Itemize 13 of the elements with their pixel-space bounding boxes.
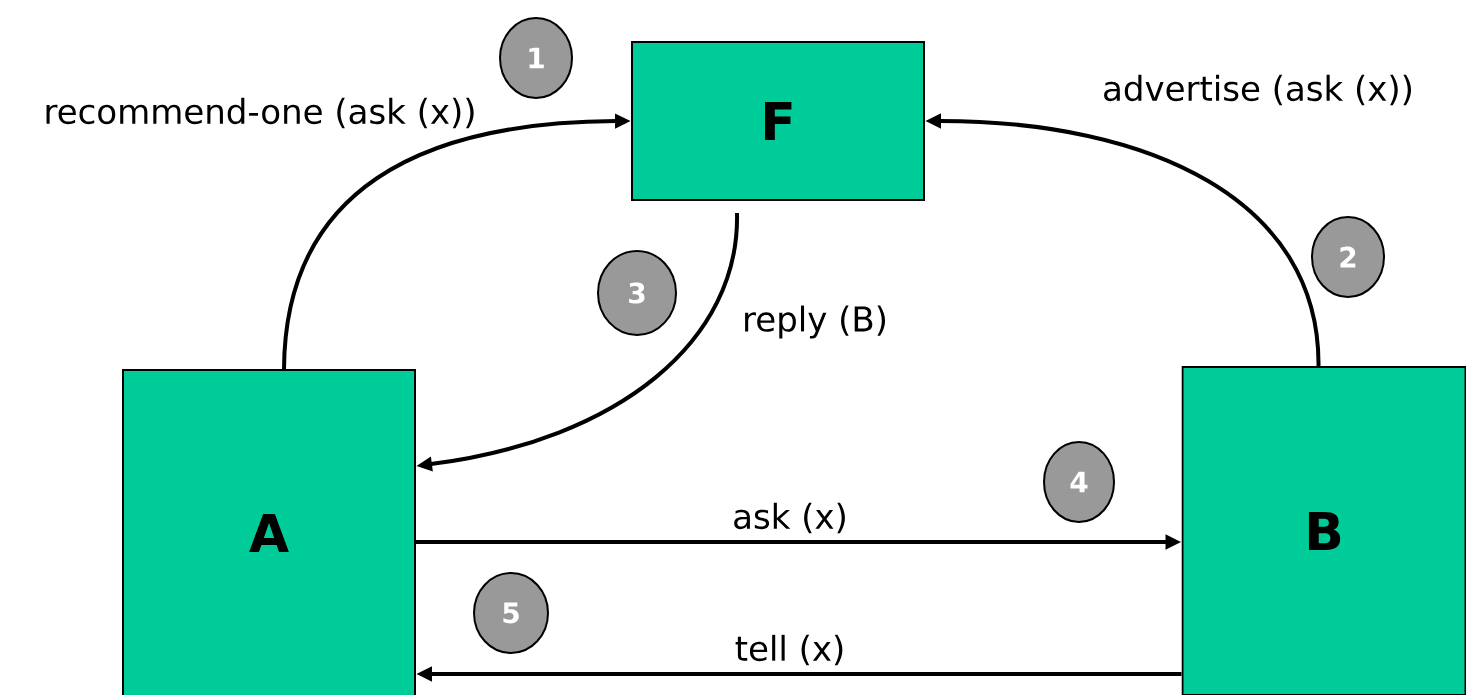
agent-box: A [122, 369, 416, 695]
agent-box: B [1181, 366, 1466, 695]
step-number: 2 [1311, 216, 1385, 298]
edge-label: ask (x) [730, 500, 850, 536]
step-number: 5 [473, 572, 549, 654]
step-number: 3 [597, 250, 677, 336]
edge-label: reply (B) [740, 303, 890, 341]
step-number: 4 [1043, 441, 1115, 523]
edge-label: tell (x) [732, 632, 848, 668]
agent-box: F [631, 41, 925, 201]
step-number: 1 [499, 17, 573, 99]
edge-label: recommend-one (ask (x)) [41, 95, 479, 131]
edge-label: advertise (ask (x)) [1100, 72, 1416, 108]
